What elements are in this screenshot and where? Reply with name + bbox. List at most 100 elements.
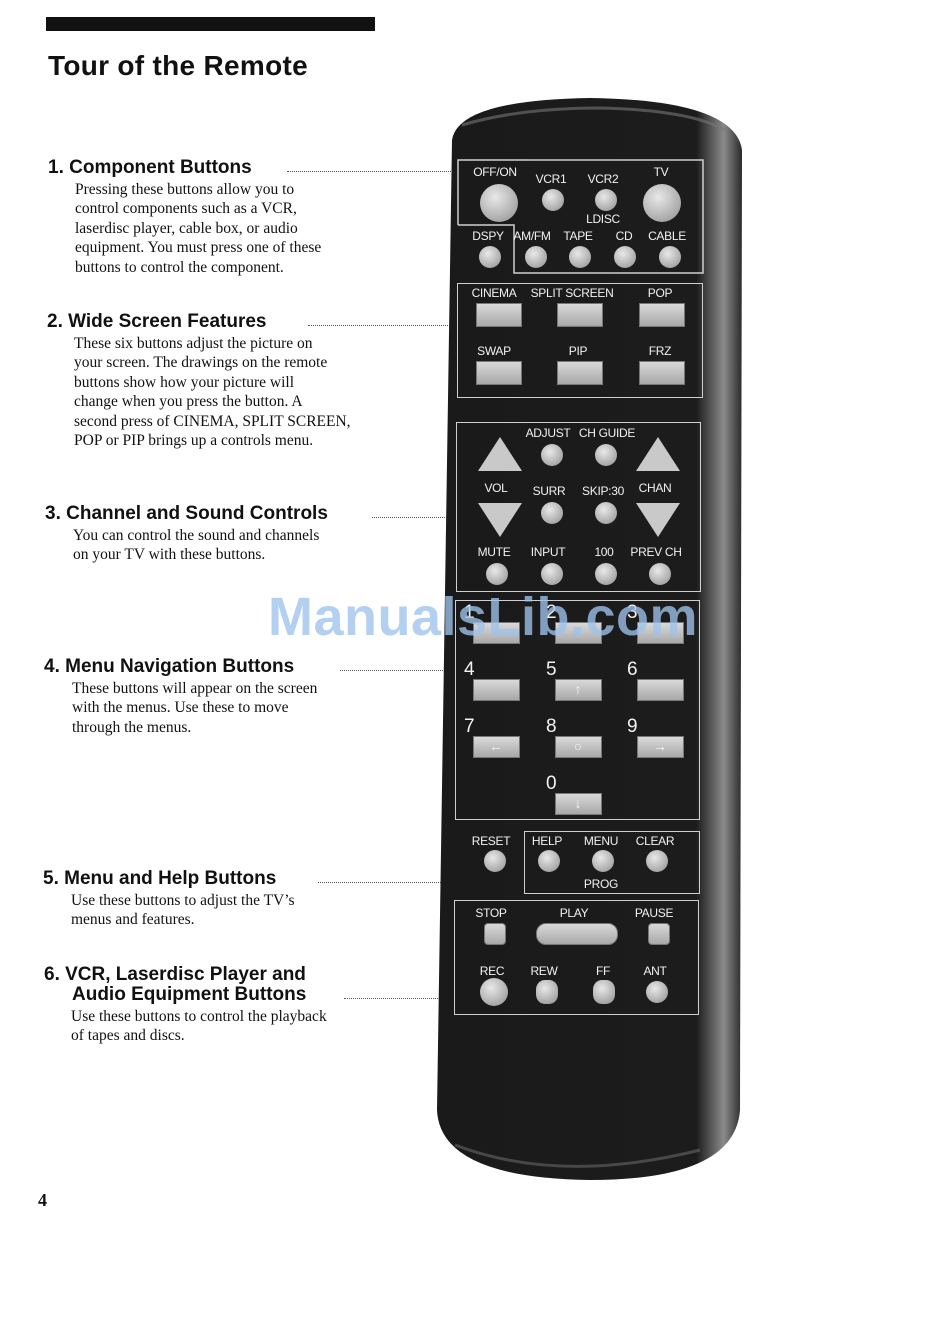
num-5-up-button[interactable]	[555, 679, 602, 701]
label-tape: TAPE	[563, 229, 593, 243]
play-button[interactable]	[536, 923, 618, 945]
label-num-6: 6	[627, 659, 638, 680]
label-pip: PIP	[568, 344, 588, 358]
num-0-down-button[interactable]	[555, 793, 602, 815]
vol-up-button[interactable]	[478, 437, 522, 471]
vol-down-button[interactable]	[478, 503, 522, 537]
pip-button[interactable]	[557, 361, 603, 385]
label-cable: CABLE	[648, 229, 686, 243]
channel-sound-panel	[456, 422, 701, 592]
label-prev-ch: PREV CH	[630, 545, 682, 559]
label-off-on: OFF/ON	[473, 165, 517, 179]
label-vcr1: VCR1	[535, 172, 567, 186]
hundred-button[interactable]	[595, 563, 617, 585]
ant-button[interactable]	[646, 981, 668, 1003]
section-heading: 3. Channel and Sound Controls	[45, 503, 328, 524]
frz-button[interactable]	[639, 361, 685, 385]
label-num-5: 5	[546, 659, 557, 680]
pop-button[interactable]	[639, 303, 685, 327]
reset-button[interactable]	[484, 850, 506, 872]
clear-button[interactable]	[646, 850, 668, 872]
label-reset: RESET	[471, 834, 511, 848]
label-ldisc: LDISC	[586, 212, 620, 226]
rew-button[interactable]	[536, 980, 558, 1004]
label-prog: PROG	[583, 877, 619, 891]
label-menu: MENU	[583, 834, 619, 848]
tv-button[interactable]	[643, 184, 681, 222]
label-help: HELP	[531, 834, 563, 848]
label-split-screen: SPLIT SCREEN	[530, 286, 614, 300]
section-body: Use these buttons to control the playbac…	[71, 1008, 327, 1045]
off-on-button[interactable]	[480, 184, 518, 222]
num-2-button[interactable]	[555, 622, 602, 644]
prev-ch-button[interactable]	[649, 563, 671, 585]
cable-button[interactable]	[659, 246, 681, 268]
label-rew: REW	[530, 964, 558, 978]
swap-button[interactable]	[476, 361, 522, 385]
ff-button[interactable]	[593, 980, 615, 1004]
am-fm-button[interactable]	[525, 246, 547, 268]
surr-button[interactable]	[541, 502, 563, 524]
label-mute: MUTE	[477, 545, 511, 559]
dspy-button[interactable]	[479, 246, 501, 268]
chan-down-button[interactable]	[636, 503, 680, 537]
label-play: PLAY	[559, 906, 589, 920]
num-9-right-button[interactable]	[637, 736, 684, 758]
label-num-4: 4	[464, 659, 475, 680]
mute-button[interactable]	[486, 563, 508, 585]
label-num-1: 1	[464, 602, 475, 623]
help-button[interactable]	[538, 850, 560, 872]
label-skip: SKIP:30	[582, 484, 624, 498]
wide-screen-panel	[457, 283, 703, 398]
input-button[interactable]	[541, 563, 563, 585]
label-swap: SWAP	[477, 344, 511, 358]
section-menu-navigation: 4. Menu Navigation Buttons These buttons…	[44, 657, 317, 737]
pause-button[interactable]	[648, 923, 670, 945]
num-6-button[interactable]	[637, 679, 684, 701]
stop-button[interactable]	[484, 923, 506, 945]
ch-guide-button[interactable]	[595, 444, 617, 466]
num-7-left-button[interactable]	[473, 736, 520, 758]
leader-line	[340, 670, 455, 671]
num-3-button[interactable]	[637, 622, 684, 644]
menu-prog-button[interactable]	[592, 850, 614, 872]
section-heading: 2. Wide Screen Features	[47, 311, 267, 332]
label-ch-guide: CH GUIDE	[578, 426, 636, 440]
label-pause: PAUSE	[634, 906, 674, 920]
transport-panel	[454, 900, 699, 1015]
leader-line	[287, 171, 457, 172]
tape-button[interactable]	[569, 246, 591, 268]
arrow-down-icon: ↓	[574, 795, 582, 811]
num-1-button[interactable]	[473, 622, 520, 644]
circle-icon: ○	[573, 738, 583, 754]
label-input: INPUT	[530, 545, 566, 559]
label-ant: ANT	[643, 964, 667, 978]
rec-button[interactable]	[480, 978, 508, 1006]
num-4-button[interactable]	[473, 679, 520, 701]
vcr2-button[interactable]	[595, 189, 617, 211]
label-num-7: 7	[464, 716, 475, 737]
page-number: 4	[38, 1190, 47, 1210]
skip-button[interactable]	[595, 502, 617, 524]
label-dspy: DSPY	[472, 229, 504, 243]
label-pop: POP	[647, 286, 673, 300]
label-am-fm: AM/FM	[513, 229, 551, 243]
vcr1-button[interactable]	[542, 189, 564, 211]
section-wide-screen-features: 2. Wide Screen Features These six button…	[47, 312, 351, 450]
cinema-button[interactable]	[476, 303, 522, 327]
cd-button[interactable]	[614, 246, 636, 268]
adjust-button[interactable]	[541, 444, 563, 466]
section-heading: 4. Menu Navigation Buttons	[44, 656, 295, 677]
num-8-select-button[interactable]	[555, 736, 602, 758]
arrow-right-icon: →	[653, 738, 667, 754]
section-heading: 1. Component Buttons	[48, 157, 252, 178]
split-screen-button[interactable]	[557, 303, 603, 327]
chan-up-button[interactable]	[636, 437, 680, 471]
label-num-2: 2	[546, 602, 557, 623]
leader-line	[344, 998, 454, 999]
label-num-3: 3	[627, 602, 638, 623]
